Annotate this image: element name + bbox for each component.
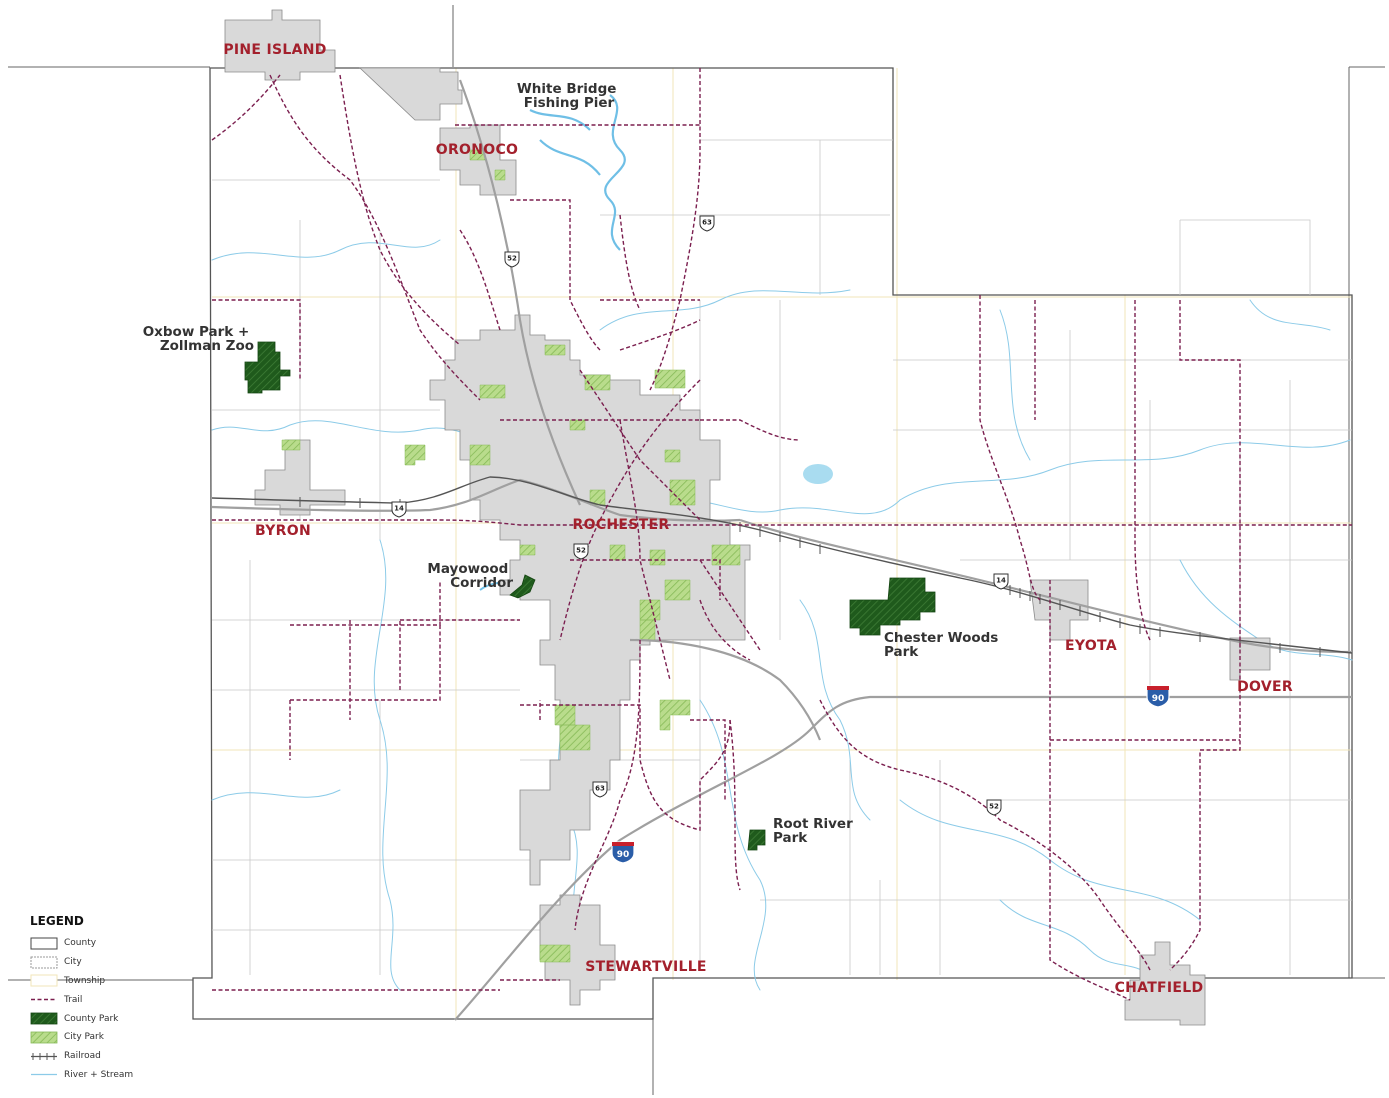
legend-item-city: City: [30, 953, 190, 972]
legend-title: LEGEND: [30, 914, 84, 928]
rivers-streams: [211, 239, 1353, 991]
label-eyota: EYOTA: [1065, 638, 1117, 654]
legend-item-trail: Trail: [30, 990, 190, 1009]
legend-item-railroad: Railroad: [30, 1047, 190, 1066]
legend-label-city: City: [64, 957, 82, 968]
city-park-swatch: [30, 1031, 58, 1044]
us-14-shield: 14: [391, 501, 407, 518]
legend-item-county: County: [30, 934, 190, 953]
route-shields[interactable]: 52 63 14 52 14 63 52 90: [391, 215, 1170, 864]
city-area-pine-island-north: [358, 67, 463, 121]
city-area-rochester: [429, 314, 751, 886]
svg-text:14: 14: [394, 505, 404, 513]
park-root-river: [747, 829, 766, 851]
svg-text:90: 90: [1152, 694, 1165, 704]
park-oxbow: [244, 341, 291, 394]
us-52-shield-south: 52: [986, 799, 1002, 816]
railroad: [211, 476, 1353, 654]
us-52-shield: 52: [504, 251, 520, 268]
svg-text:52: 52: [576, 547, 586, 555]
map-legend: LEGEND County City Township Trail County…: [30, 914, 190, 1084]
label-mayowood: Mayowood Corridor: [427, 561, 513, 591]
county-swatch: [30, 937, 58, 950]
label-pine-island: PINE ISLAND: [223, 42, 326, 58]
i-90-shield-west: 90: [611, 841, 635, 864]
railroad-ties: [299, 497, 1321, 657]
local-roads: [212, 139, 1352, 975]
label-chatfield: CHATFIELD: [1115, 980, 1204, 996]
legend-label-township: Township: [64, 975, 106, 986]
label-oronoco: ORONOCO: [436, 142, 518, 158]
svg-text:52: 52: [989, 803, 999, 811]
city-swatch: [30, 956, 58, 969]
city-labels: PINE ISLAND ORONOCO BYRON ROCHESTER EYOT…: [223, 42, 1293, 996]
us-63-shield: 63: [699, 215, 715, 232]
svg-text:14: 14: [996, 577, 1006, 585]
us-52-shield-rochester: 52: [573, 543, 589, 560]
legend-item-township: Township: [30, 972, 190, 991]
legend-item-county-park: County Park: [30, 1009, 190, 1028]
county-boundary: [192, 67, 1353, 1020]
i-90-shield-east: 90: [1146, 685, 1170, 708]
label-byron: BYRON: [255, 523, 311, 539]
zumbro-river: [529, 94, 626, 251]
park-labels: White Bridge Fishing Pier Oxbow Park + Z…: [143, 81, 1003, 846]
lake-east: [803, 464, 833, 484]
legend-label-city-park: City Park: [64, 1032, 104, 1043]
svg-text:52: 52: [507, 255, 517, 263]
park-chester-woods: [849, 577, 936, 636]
label-stewartville: STEWARTVILLE: [585, 959, 707, 975]
city-area-chatfield: [1124, 941, 1206, 1026]
label-white-bridge: White Bridge Fishing Pier: [517, 81, 621, 111]
legend-item-city-park: City Park: [30, 1028, 190, 1047]
township-grid: [212, 68, 1352, 1020]
legend-label-river: River + Stream: [64, 1069, 134, 1080]
svg-text:90: 90: [617, 850, 630, 860]
city-areas: [224, 9, 1271, 1026]
park-mayowood: [509, 574, 536, 599]
legend-label-county: County: [64, 938, 97, 949]
label-oxbow: Oxbow Park + Zollman Zoo: [143, 324, 254, 354]
city-area-pine-island: [224, 9, 336, 81]
trails: [211, 68, 1352, 1001]
label-root-river: Root River Park: [773, 816, 857, 846]
us-14-shield-east: 14: [993, 573, 1009, 590]
city-area-stewartville: [539, 894, 616, 1006]
svg-text:63: 63: [595, 785, 605, 793]
county-park-swatch: [30, 1012, 58, 1025]
legend-item-river: River + Stream: [30, 1066, 190, 1085]
legend-label-railroad: Railroad: [64, 1051, 101, 1062]
river-swatch: [31, 1074, 57, 1076]
railroad-swatch: [31, 1052, 57, 1060]
label-rochester: ROCHESTER: [573, 517, 670, 533]
legend-label-county-park: County Park: [64, 1013, 119, 1024]
us-63-shield-south: 63: [592, 781, 608, 798]
county-parks: [244, 341, 936, 851]
label-dover: DOVER: [1237, 679, 1293, 695]
label-chester-woods: Chester Woods Park: [884, 630, 1003, 660]
svg-text:63: 63: [702, 219, 712, 227]
township-swatch: [30, 974, 58, 987]
trail-swatch: [31, 999, 57, 1001]
legend-label-trail: Trail: [64, 994, 83, 1005]
